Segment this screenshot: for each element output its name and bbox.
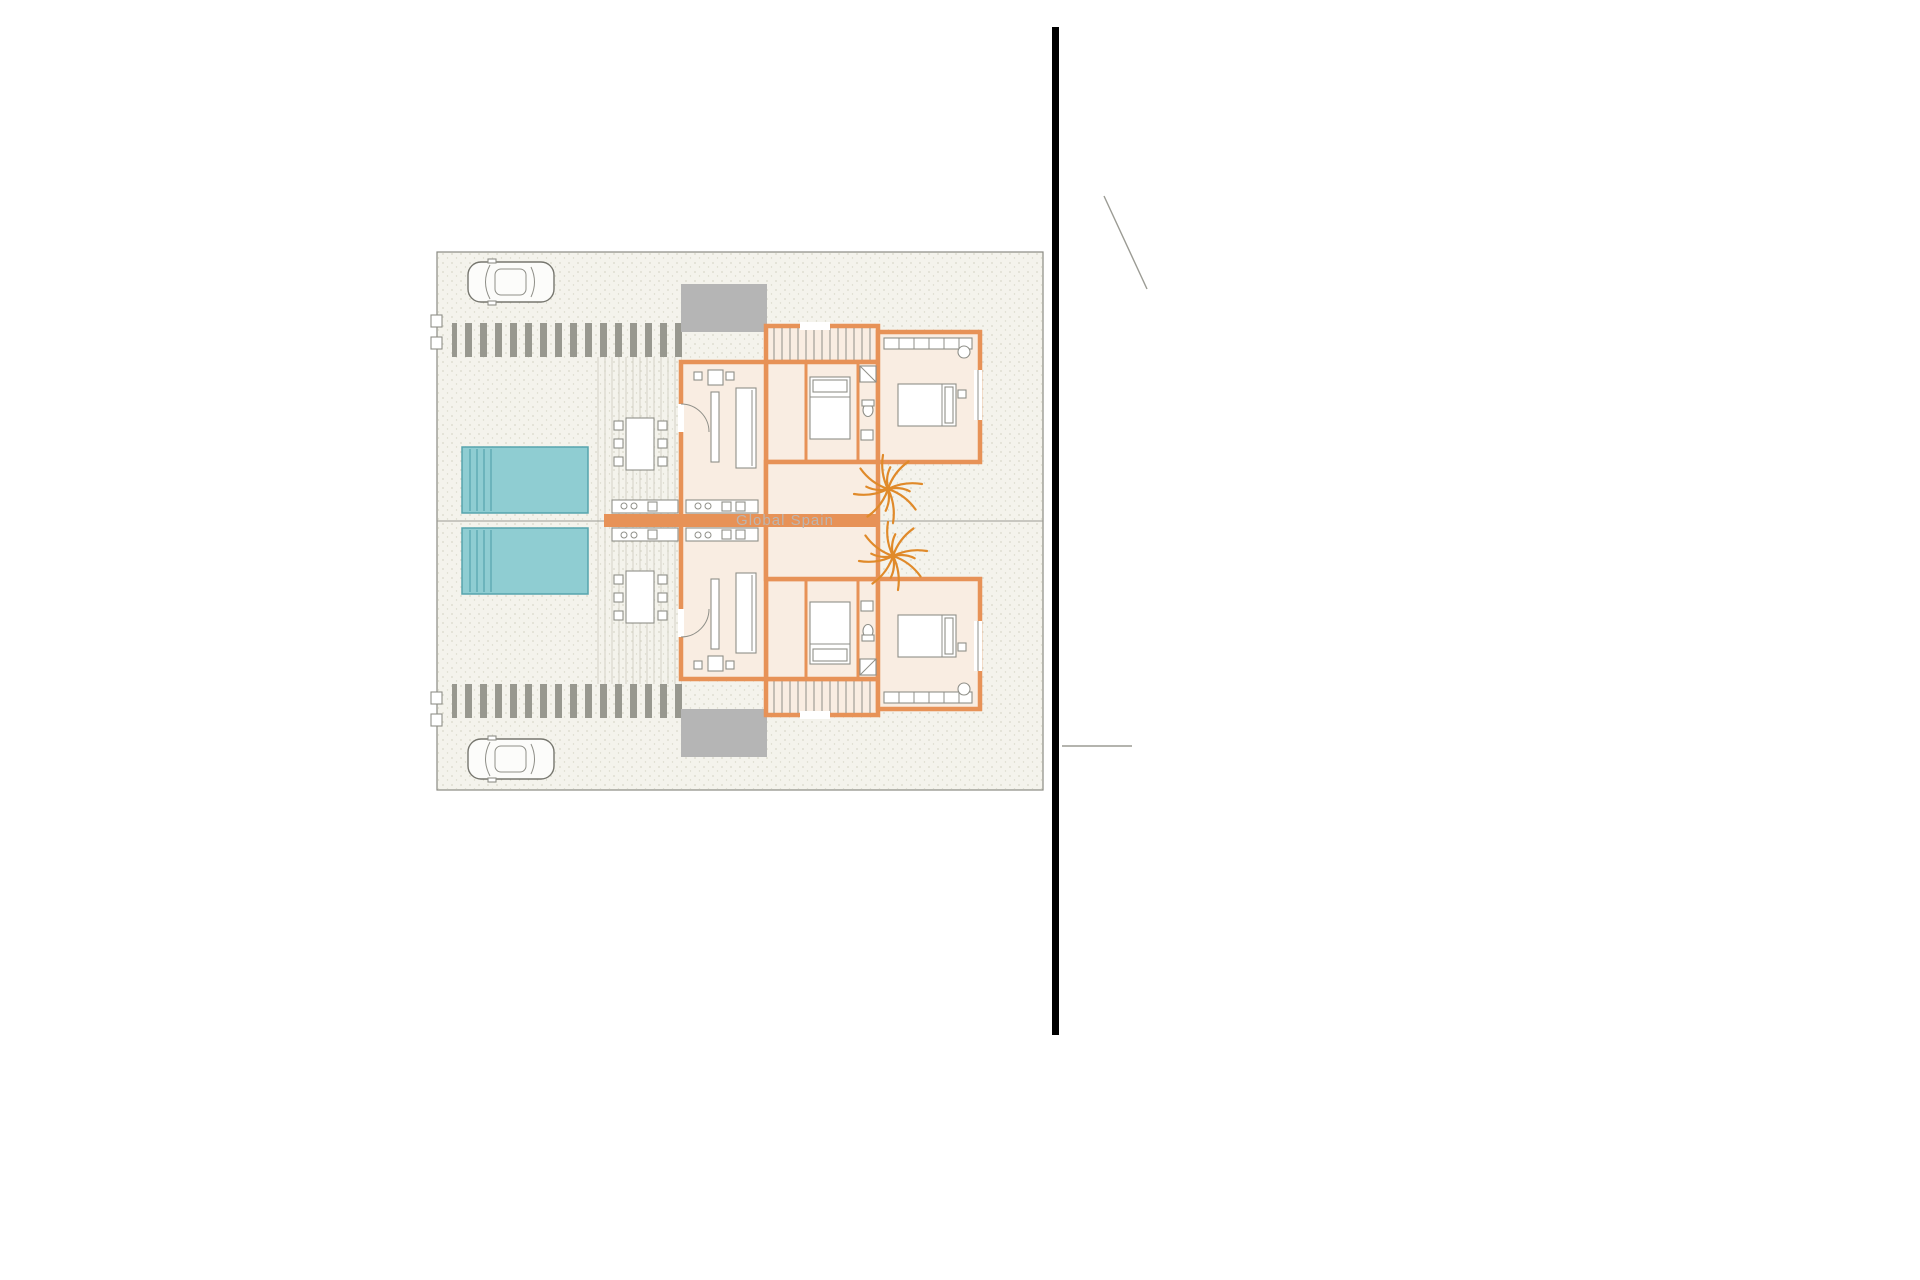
party-wall xyxy=(604,514,880,527)
reference-diagonal-line xyxy=(1103,195,1148,290)
watermark: Global Spain xyxy=(736,512,834,529)
road-edge-line xyxy=(1052,27,1059,1035)
